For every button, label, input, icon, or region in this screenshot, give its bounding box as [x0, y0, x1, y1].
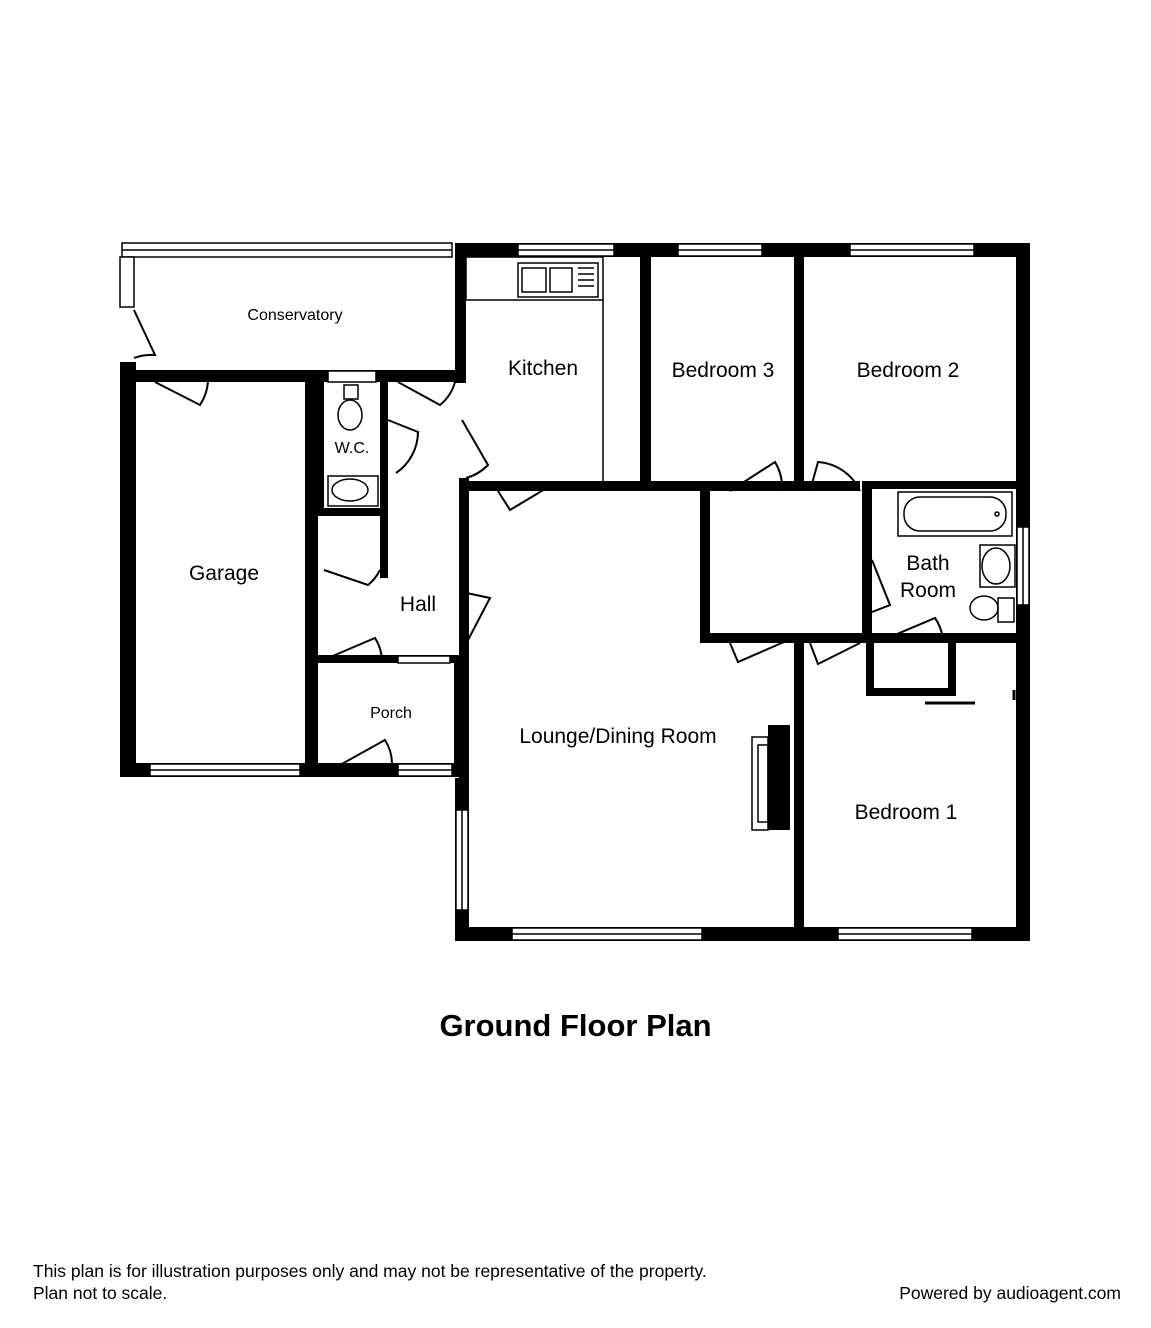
- room-label-bathroom-2: Room: [900, 579, 956, 602]
- room-label-kitchen: Kitchen: [508, 357, 578, 380]
- bathtub: [897, 491, 1013, 537]
- windows: [119, 242, 1030, 941]
- room-label-bedroom-1: Bedroom 1: [855, 801, 958, 824]
- room-label-bedroom-3: Bedroom 3: [672, 359, 775, 382]
- room-label-garage: Garage: [189, 562, 259, 585]
- wc-toilet: [337, 399, 363, 431]
- disclaimer: This plan is for illustration purposes o…: [33, 1260, 707, 1304]
- kitchen-worktop: [465, 256, 604, 301]
- floor-plan: Conservatory Kitchen Bedroom 3 Bedroom 2…: [119, 242, 1030, 941]
- walls: [120, 243, 1030, 941]
- fixtures: [327, 256, 1016, 831]
- doors: [133, 309, 1016, 766]
- room-label-conservatory: Conservatory: [247, 307, 342, 324]
- kitchen-sink: [517, 262, 599, 298]
- disclaimer-line-1: This plan is for illustration purposes o…: [33, 1261, 707, 1281]
- bathroom-basin: [979, 544, 1016, 588]
- room-label-wc: W.C.: [335, 440, 370, 457]
- plan-title: Ground Floor Plan: [439, 1008, 712, 1043]
- room-labels: Conservatory Kitchen Bedroom 3 Bedroom 2…: [189, 307, 959, 824]
- room-label-lounge: Lounge/Dining Room: [519, 725, 716, 748]
- bathroom-toilet: [969, 595, 999, 621]
- wc-basin: [327, 475, 379, 507]
- room-label-porch: Porch: [370, 705, 412, 722]
- fireplace-hearth: [751, 736, 769, 831]
- room-label-bathroom-1: Bath: [906, 552, 949, 575]
- room-label-bedroom-2: Bedroom 2: [857, 359, 960, 382]
- disclaimer-line-2: Plan not to scale.: [33, 1283, 168, 1303]
- powered-by: Powered by audioagent.com: [899, 1283, 1121, 1303]
- room-label-hall: Hall: [400, 593, 436, 616]
